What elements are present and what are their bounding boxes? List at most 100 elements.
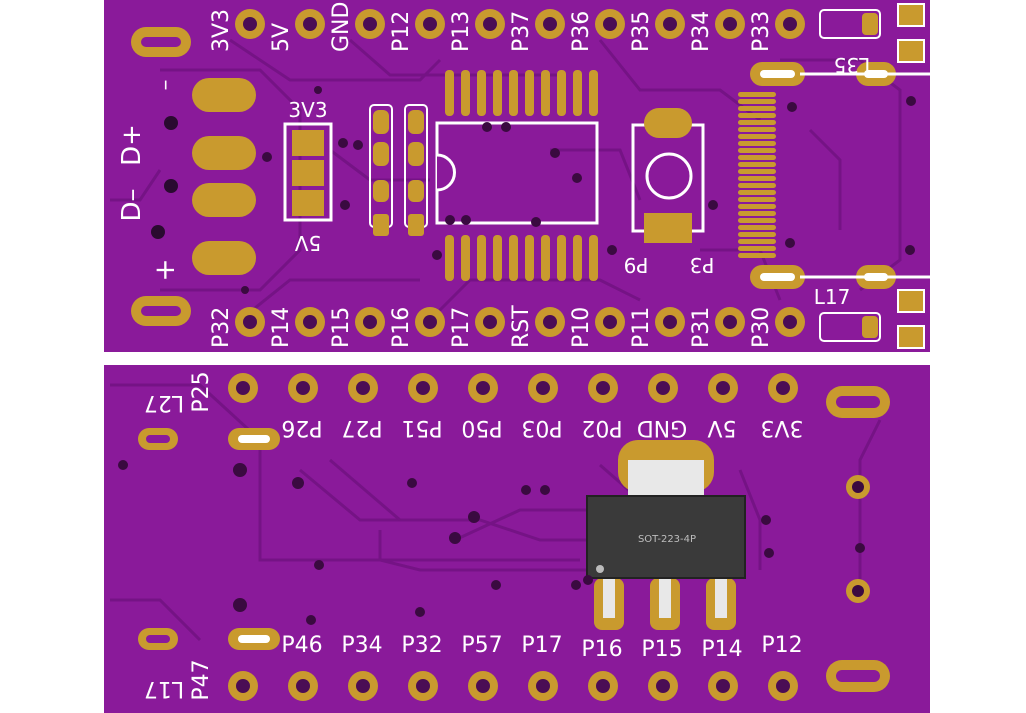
header-pad <box>535 9 565 39</box>
pin-label: P12 <box>389 11 414 52</box>
mount-pad-hole <box>836 670 880 682</box>
jumper-pad <box>292 130 324 156</box>
ic-pin <box>445 70 454 116</box>
pin-label: P11 <box>629 307 654 348</box>
usb-c-pin <box>738 176 776 181</box>
header-pad <box>655 307 685 337</box>
header-pad <box>595 307 625 337</box>
pin-label: P32 <box>209 307 234 348</box>
pin-label: P26 <box>281 415 322 440</box>
ic-pin <box>589 70 598 116</box>
header-pad <box>295 307 325 337</box>
pin-label: P34 <box>689 11 714 52</box>
ic-pin <box>477 70 486 116</box>
top-header-pads <box>235 9 805 39</box>
pin-label: P16 <box>389 307 414 348</box>
header-pad <box>468 373 498 403</box>
pin-label: 3V3 <box>209 9 234 52</box>
pin-label: P14 <box>701 637 742 662</box>
header-pad <box>715 307 745 337</box>
ic-pin <box>445 235 454 281</box>
jumper-label-3v3: 3V3 <box>288 98 327 122</box>
usb-label-plus: + <box>148 258 181 281</box>
ic-pin <box>557 235 566 281</box>
usb-c-pin <box>738 120 776 125</box>
ic-pin <box>461 235 470 281</box>
ic-pin <box>493 235 502 281</box>
pin-label: P15 <box>329 307 354 348</box>
header-pad <box>768 671 798 701</box>
pin-label: 5V <box>269 23 294 52</box>
button-label-p3: P3 <box>690 253 715 277</box>
led-l17: L17 <box>814 285 925 349</box>
bottom-top-header-pads <box>228 373 798 403</box>
ic-pin <box>509 235 518 281</box>
pin-label: GND <box>329 2 354 52</box>
push-button: P9 P3 <box>624 108 715 277</box>
usb-c-pin <box>738 239 776 244</box>
header-pad <box>235 307 265 337</box>
bottom-traces <box>110 383 882 642</box>
usb-c-pin <box>738 106 776 111</box>
label-p47: P47 <box>189 659 214 700</box>
usb-c-pin <box>738 113 776 118</box>
header-pad <box>528 671 558 701</box>
button-label-p9: P9 <box>624 253 649 277</box>
shield-pad-slot <box>760 70 795 78</box>
ic-pin <box>573 70 582 116</box>
passives <box>369 104 428 236</box>
via <box>164 116 178 130</box>
header-pad <box>475 9 505 39</box>
usb-c-pin <box>738 141 776 146</box>
header-pad <box>408 671 438 701</box>
header-pad <box>415 9 445 39</box>
header-pad <box>715 9 745 39</box>
ic-pin <box>541 235 550 281</box>
main-ic <box>435 70 599 281</box>
via <box>151 225 165 239</box>
usb-c-pin <box>738 99 776 104</box>
usb-label-dminus: D– <box>117 188 147 221</box>
usb-c-pin <box>738 92 776 97</box>
header-pad <box>348 373 378 403</box>
usb-c-pin <box>738 127 776 132</box>
usb-label-dplus: D+ <box>117 124 147 166</box>
pin-label: P34 <box>341 633 382 658</box>
header-pad <box>708 373 738 403</box>
pin-label: P15 <box>641 637 682 662</box>
header-pad <box>355 9 385 39</box>
header-pad <box>655 9 685 39</box>
pin-label: P31 <box>689 307 714 348</box>
usb-c-pin <box>738 218 776 223</box>
header-pad <box>775 307 805 337</box>
ic-pin <box>477 235 486 281</box>
usb-c-pin <box>738 253 776 258</box>
pin-label: P10 <box>569 307 594 348</box>
usb-pad-dminus <box>192 183 256 217</box>
bottom-vias <box>118 460 865 625</box>
usb-c-pin <box>738 232 776 237</box>
shield-pad-slot <box>760 273 795 281</box>
ic-top-pins <box>445 70 598 116</box>
bottom-bottom-header-pads <box>228 671 798 701</box>
usb-c-pin <box>738 190 776 195</box>
header-pad <box>355 307 385 337</box>
label-l27: L27 <box>144 390 184 415</box>
usb-label-minus: – <box>153 80 178 91</box>
usb-pad-minus <box>192 78 256 112</box>
ic-pin <box>557 70 566 116</box>
header-pad <box>535 307 565 337</box>
usb-c-pin <box>738 246 776 251</box>
pin-label: P32 <box>401 633 442 658</box>
pin-label: P12 <box>761 633 802 658</box>
pin-label: P17 <box>521 633 562 658</box>
usb-c-connector <box>738 92 776 258</box>
header-pad <box>228 373 258 403</box>
led-l35: L35 <box>819 3 925 77</box>
pin-label: P27 <box>341 415 382 440</box>
header-pad <box>588 671 618 701</box>
pin-label: P37 <box>509 11 534 52</box>
usb-c-pin <box>738 134 776 139</box>
